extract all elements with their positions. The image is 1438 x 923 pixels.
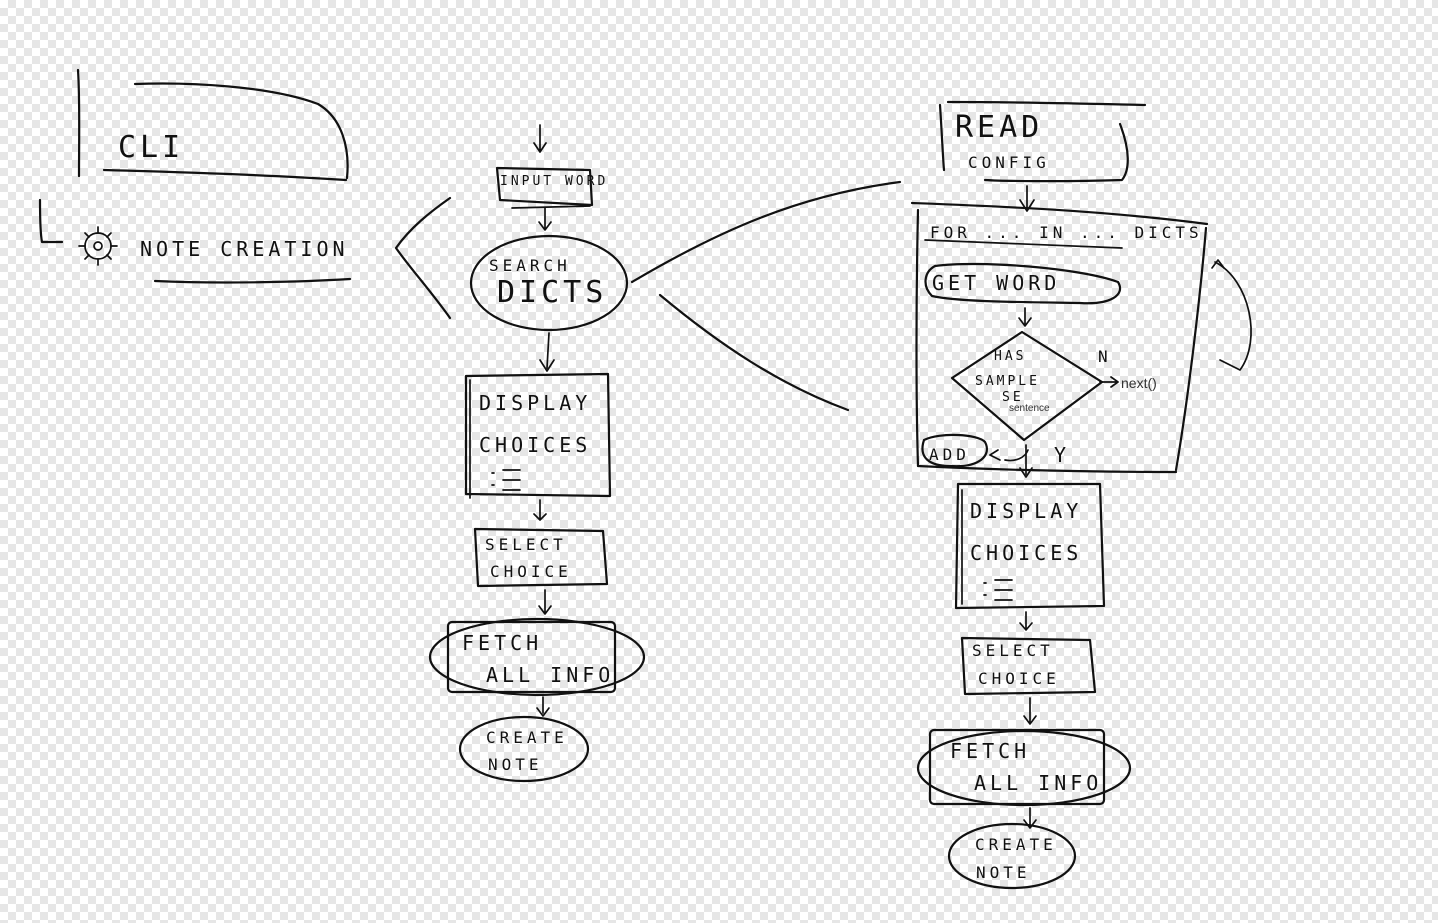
note-creation-label: NOTE CREATION — [140, 237, 349, 261]
connector-brace-left — [394, 196, 452, 320]
input-word-label: INPUT WORD — [500, 174, 608, 189]
flow-b: READ CONFIG FOR ... IN ... DICTS GET WOR… — [910, 100, 1252, 890]
yes-label: Y — [1054, 443, 1070, 467]
select-choice-box-b: SELECT CHOICE — [960, 636, 1097, 696]
input-word-box: INPUT WORD — [495, 166, 608, 209]
note-creation-row: NOTE CREATION — [38, 198, 352, 284]
get-word-label: GET WORD — [932, 271, 1060, 295]
fetch-all-info-line1: FETCH — [462, 631, 542, 655]
display-choices-b-line1: DISPLAY — [970, 499, 1082, 523]
for-loop-container: FOR ... IN ... DICTS — [910, 201, 1209, 474]
decision-line1: HAS — [994, 349, 1026, 364]
decision-line3: SE — [1002, 390, 1024, 405]
select-choice-b-line2: CHOICE — [978, 669, 1060, 688]
create-note-oval: CREATE NOTE — [458, 715, 590, 783]
gear-icon — [78, 226, 118, 266]
get-word-oval: GET WORD — [924, 262, 1121, 305]
create-note-b-line2: NOTE — [976, 863, 1031, 882]
display-choices-b-line2: CHOICES — [970, 541, 1082, 565]
no-label: N — [1098, 347, 1112, 366]
list-icon — [983, 579, 1013, 601]
connector-lower — [658, 293, 850, 412]
flow-a: INPUT WORD SEARCH DICTS DISPLAY CHOICES … — [428, 124, 646, 783]
fetch-all-info-line2: ALL INFO — [486, 663, 614, 687]
fetch-all-info-box-b: FETCH ALL INFO — [916, 728, 1132, 807]
add-label: ADD — [929, 445, 970, 464]
loop-back-arrow — [1211, 259, 1252, 371]
read-config-line2: CONFIG — [968, 153, 1050, 172]
display-choices-box-b: DISPLAY CHOICES — [954, 482, 1106, 610]
search-dicts-line2: DICTS — [497, 275, 607, 310]
select-choice-line2: CHOICE — [490, 562, 572, 581]
search-dicts-line1: SEARCH — [489, 256, 571, 275]
decision-typed-label: sentence — [1009, 403, 1050, 414]
fetch-all-info-box: FETCH ALL INFO — [428, 617, 646, 697]
next-label: next() — [1121, 375, 1157, 391]
display-choices-box: DISPLAY CHOICES — [464, 372, 612, 499]
read-config-box: READ CONFIG — [938, 100, 1147, 183]
cli-label: CLI — [118, 130, 184, 165]
add-oval: ADD — [921, 433, 1029, 468]
create-note-line2: NOTE — [488, 755, 543, 774]
cli-box: CLI — [76, 68, 349, 182]
display-choices-line2: CHOICES — [479, 433, 591, 457]
fetch-all-info-b-line2: ALL INFO — [974, 771, 1102, 795]
decision-line2: SAMPLE — [975, 374, 1040, 389]
create-note-line1: CREATE — [486, 728, 568, 747]
select-choice-box: SELECT CHOICE — [473, 527, 609, 588]
read-config-line1: READ — [955, 110, 1043, 145]
create-note-oval-b: CREATE NOTE — [947, 822, 1077, 890]
list-icon — [491, 469, 521, 491]
connector-upper — [630, 180, 902, 284]
create-note-b-line1: CREATE — [975, 835, 1057, 854]
select-choice-line1: SELECT — [485, 535, 567, 554]
display-choices-line1: DISPLAY — [479, 391, 591, 415]
for-loop-label: FOR ... IN ... DICTS — [930, 223, 1203, 242]
select-choice-b-line1: SELECT — [972, 641, 1054, 660]
search-dicts-oval: SEARCH DICTS — [469, 234, 629, 332]
decision-diamond: HAS SAMPLE SE sentence N next() — [950, 330, 1157, 442]
fetch-all-info-b-line1: FETCH — [950, 739, 1030, 763]
